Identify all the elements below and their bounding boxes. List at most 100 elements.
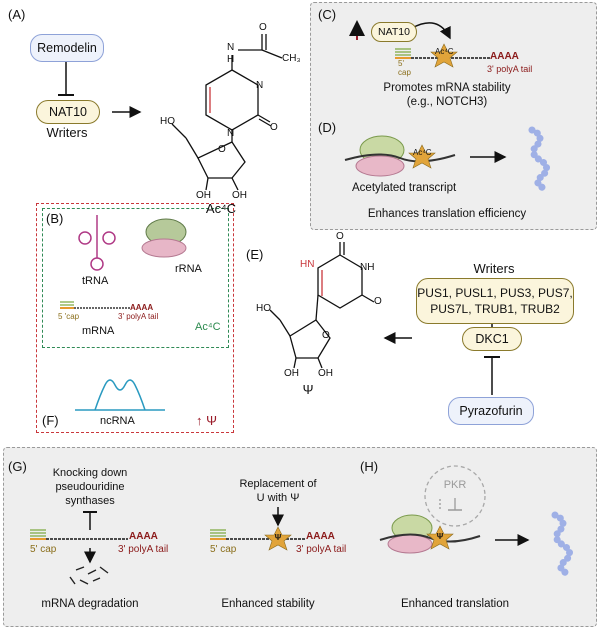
ac4c-mark-d: Ac⁴C [413,148,432,157]
psi-atom-o-right: O [374,296,382,307]
panel-g-label: (G) [8,459,27,474]
ac4c-atom-ho: HO [160,116,175,127]
panel-e-label: (E) [246,247,264,262]
acetylated-transcript-caption: Acetylated transcript [352,182,457,194]
kd-line-1: Knocking down [52,467,128,479]
panel-c-label: (C) [318,7,337,22]
ac4c-atom-ch3: CH₃ [282,53,301,64]
degradation-caption: mRNA degradation [41,598,139,610]
notch3-text: (e.g., NOTCH3) [406,96,488,108]
writers-line-1: PUS1, PUSL1, PUS3, PUS7, [417,285,573,300]
ac4c-atom-nh-h: H [227,54,235,65]
translation-caption: Enhanced translation [400,598,510,610]
polya-c: AAAA [490,51,519,62]
ribosome-d [355,135,405,177]
protein-d [528,126,550,193]
mrna-g [30,529,128,540]
pkr-circle [424,465,486,527]
panel-b-label: (B) [46,211,64,226]
kd-line-2: pseudouridine [55,481,125,493]
replacement-line-1: Replacement of [239,478,317,490]
polya-g: AAAA [129,531,158,542]
mrna-c [395,43,490,68]
panel-a-label: (A) [8,7,26,22]
panel-f-label: (F) [42,413,59,428]
trna-icon [78,215,116,271]
rrna-icon [141,218,187,258]
pkr-label: PKR [443,479,467,491]
replacement-line-2: U with Ψ [256,492,300,504]
ac4c-atom-nh-n: N [227,42,235,53]
psi-atom-oh-left: OH [284,368,299,379]
panel-g-h-box [3,447,597,627]
ncrna-icon [75,379,165,411]
translation-efficiency-text: Enhances translation efficiency [367,208,527,220]
writers-pill-e: PUS1, PUSL1, PUS3, PUS7, PUS7L, TRUB1, T… [416,278,574,324]
psi-structure [269,242,375,369]
nat10-pill-c: NAT10 [371,22,417,42]
psi-atom-ho: HO [256,303,271,314]
ac4c-atom-o-ring: O [218,144,226,155]
panel-d-label: (D) [318,120,337,135]
ac4c-mod-b: Ac⁴C [195,321,221,333]
dkc1-pill: DKC1 [462,327,522,351]
polya-mid: AAAA [306,531,335,542]
panel-b-box [42,208,229,348]
nat10-pill-a: NAT10 [36,100,100,124]
psi-in-star-mid: Ψ [274,533,282,542]
psi-atom-oh-right: OH [318,368,333,379]
writers-label-a: Writers [46,125,88,140]
psi-atom-o-ring: O [322,330,330,341]
ac4c-atom-o2: O [270,122,278,133]
stability-caption: Enhanced stability [221,598,315,610]
psi-in-star-h: Ψ [436,532,444,541]
protein-h [551,511,573,578]
psi-star-h [426,525,454,550]
panel-h-label: (H) [360,459,379,474]
ac4c-atom-n1: N [227,128,235,139]
tail-label-c: 3' polyA tail [487,64,533,74]
ac4c-atom-oh-left: OH [196,190,211,201]
rrna-label: rRNA [175,263,202,275]
psi-product-label: Ψ [302,382,314,397]
cap-label-c: 5' cap [398,59,411,78]
transcript-d [344,153,456,163]
cap-label-g: 5' cap [30,544,57,555]
tail-label-b: 3' polyA tail [118,312,159,321]
mrna-b [60,301,130,309]
cap-label-b: 5 'cap [58,312,80,321]
trna-label: tRNA [82,275,109,287]
remodelin-pill: Remodelin [30,34,104,62]
ac4c-mark-c: Ac⁴C [435,47,454,56]
mrna-label-b: mRNA [82,325,115,337]
writers-label-e: Writers [473,261,515,276]
curved-arrow-c [411,22,451,40]
writers-line-2: PUS7L, TRUB1, TRUB2 [430,302,560,316]
ac4c-star-c [430,43,458,68]
degraded-fragments [69,566,109,585]
transcript-h [379,533,481,543]
promotes-stability-text: Promotes mRNA stability [383,82,511,94]
kd-line-3: synthases [65,495,115,507]
ac4c-atom-oh-right: OH [232,190,247,201]
mrna-mid [210,529,305,540]
cap-label-mid: 5' cap [210,544,237,555]
psi-atom-hn: HN [300,259,315,270]
ac4c-product-label: Ac⁴C [205,201,237,216]
ac4c-structure [171,34,283,191]
ac4c-star-d [408,144,436,169]
psi-atom-o-top: O [336,231,344,242]
polya-b: AAAA [130,303,154,312]
ac4c-atom-n3: N [256,80,264,91]
psi-star-mid [264,526,292,551]
tail-label-g: 3' polyA tail [118,544,169,555]
ncrna-label: ncRNA [100,415,135,427]
psi-atom-nh: NH [360,262,375,273]
tail-label-mid: 3' polyA tail [296,544,347,555]
panel-f-box [36,203,234,433]
ac4c-atom-o-top: O [259,22,267,33]
pyrazofurin-pill: Pyrazofurin [448,397,534,425]
psi-mod-f: ↑ Ψ [196,413,217,428]
